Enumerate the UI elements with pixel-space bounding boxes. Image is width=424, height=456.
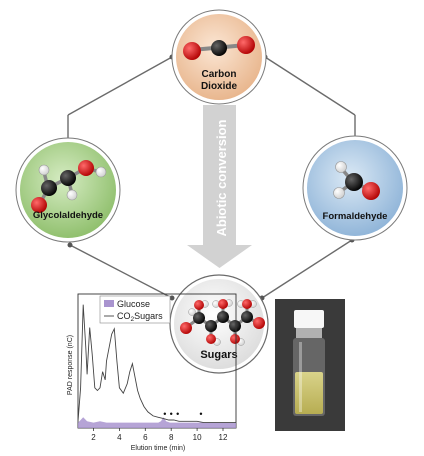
legend-swatch-glucose: [104, 300, 114, 307]
arrow-label: Abiotic conversion: [214, 119, 229, 236]
oxygen-atom: [253, 317, 265, 329]
node-sugars: Sugars: [169, 274, 269, 374]
x-axis-label: Elution time (min): [131, 445, 185, 452]
line-formal-sugar: [261, 239, 353, 299]
x-tick-label: 10: [193, 433, 202, 442]
chart-legend: Glucose CO2Sugars: [99, 295, 171, 324]
y-axis-label: PAD response (nC): [67, 335, 74, 395]
node-ring: [15, 137, 121, 243]
line-co2-glyco: [67, 56, 173, 116]
peak-marker: •: [170, 409, 173, 419]
carbon-atom: [229, 320, 241, 332]
hydrogen-atom: [333, 187, 345, 199]
formaldehyde-molecule: [333, 161, 380, 200]
oxygen-atom: [180, 322, 192, 334]
oxygen-atom: [237, 36, 255, 54]
vial-neck: [296, 328, 322, 338]
peak-marker: •: [163, 409, 166, 419]
x-tick-label: 4: [117, 433, 122, 442]
line-glyco-sugar: [69, 244, 173, 299]
x-tick-label: 2: [91, 433, 96, 442]
dot: [169, 295, 175, 301]
connector-lines: [67, 56, 356, 299]
legend-label-co2sugars: CO2Sugars: [117, 311, 163, 323]
node-circle: [16, 138, 120, 242]
oxygen-atom: [230, 334, 240, 344]
node-ring: [169, 274, 269, 374]
carbon-atom: [41, 180, 57, 196]
glucose-series: [78, 417, 236, 428]
peak-markers: ••••: [163, 409, 202, 419]
x-tick-label: 12: [219, 433, 228, 442]
node-label: Formaldehyde: [323, 211, 388, 222]
oxygen-atom: [242, 299, 252, 309]
node-glycolaldehyde: Glycolaldehyde: [15, 137, 121, 243]
oxygen-atom: [206, 334, 216, 344]
node-label: Sugars: [200, 349, 237, 361]
line-co2-formal: [264, 56, 356, 116]
oxygen-atom: [218, 299, 228, 309]
oxygen-atom: [31, 197, 47, 213]
x-ticks: 2 4 6 8 10 12: [91, 428, 228, 442]
peak-marker: •: [199, 409, 202, 419]
hydrogen-atom: [38, 164, 50, 176]
vial-photo: [275, 299, 345, 431]
vial-liquid: [295, 372, 323, 414]
dot: [67, 242, 73, 248]
glucose-area: [78, 417, 236, 428]
node-label: Carbon: [202, 69, 237, 80]
oxygen-atom: [183, 42, 201, 60]
oxygen-atom: [78, 160, 94, 176]
hydrogen-atom: [188, 308, 196, 316]
legend-label-glucose: Glucose: [117, 299, 150, 309]
oxygen-atom: [194, 300, 204, 310]
x-tick-label: 6: [143, 433, 148, 442]
hydrogen-atom: [95, 166, 107, 178]
carbon-atom: [345, 173, 363, 191]
node-ring: [302, 135, 408, 241]
node-label: Dioxide: [201, 81, 238, 92]
node-formaldehyde: Formaldehyde: [302, 135, 408, 241]
hydrogen-atom: [335, 161, 347, 173]
vial-cap: [294, 310, 324, 328]
node-circle: [170, 275, 268, 373]
co2-molecule: [183, 36, 255, 60]
peak-marker: •: [176, 409, 179, 419]
node-carbon-dioxide: Carbon Dioxide: [171, 9, 267, 105]
carbon-atom: [211, 40, 227, 56]
x-tick-label: 8: [169, 433, 174, 442]
carbon-atom: [217, 311, 229, 323]
sugar-molecule: [180, 299, 265, 346]
node-circle: [172, 10, 266, 104]
abiotic-conversion-arrow: Abiotic conversion: [187, 105, 252, 268]
arrow-shape: [187, 105, 252, 268]
co2sugars-series: [77, 304, 236, 424]
carbon-atom: [60, 170, 76, 186]
carbon-atom: [241, 311, 253, 323]
hydrogen-atom: [66, 189, 78, 201]
carbon-atom: [205, 320, 217, 332]
co2sugars-line: [77, 304, 236, 424]
vial-highlight: [299, 342, 302, 412]
glycolaldehyde-molecule: [31, 160, 107, 213]
carbon-atom: [193, 312, 205, 324]
node-label: Glycolaldehyde: [33, 210, 103, 221]
node-ring: [171, 9, 267, 105]
oxygen-atom: [362, 182, 380, 200]
